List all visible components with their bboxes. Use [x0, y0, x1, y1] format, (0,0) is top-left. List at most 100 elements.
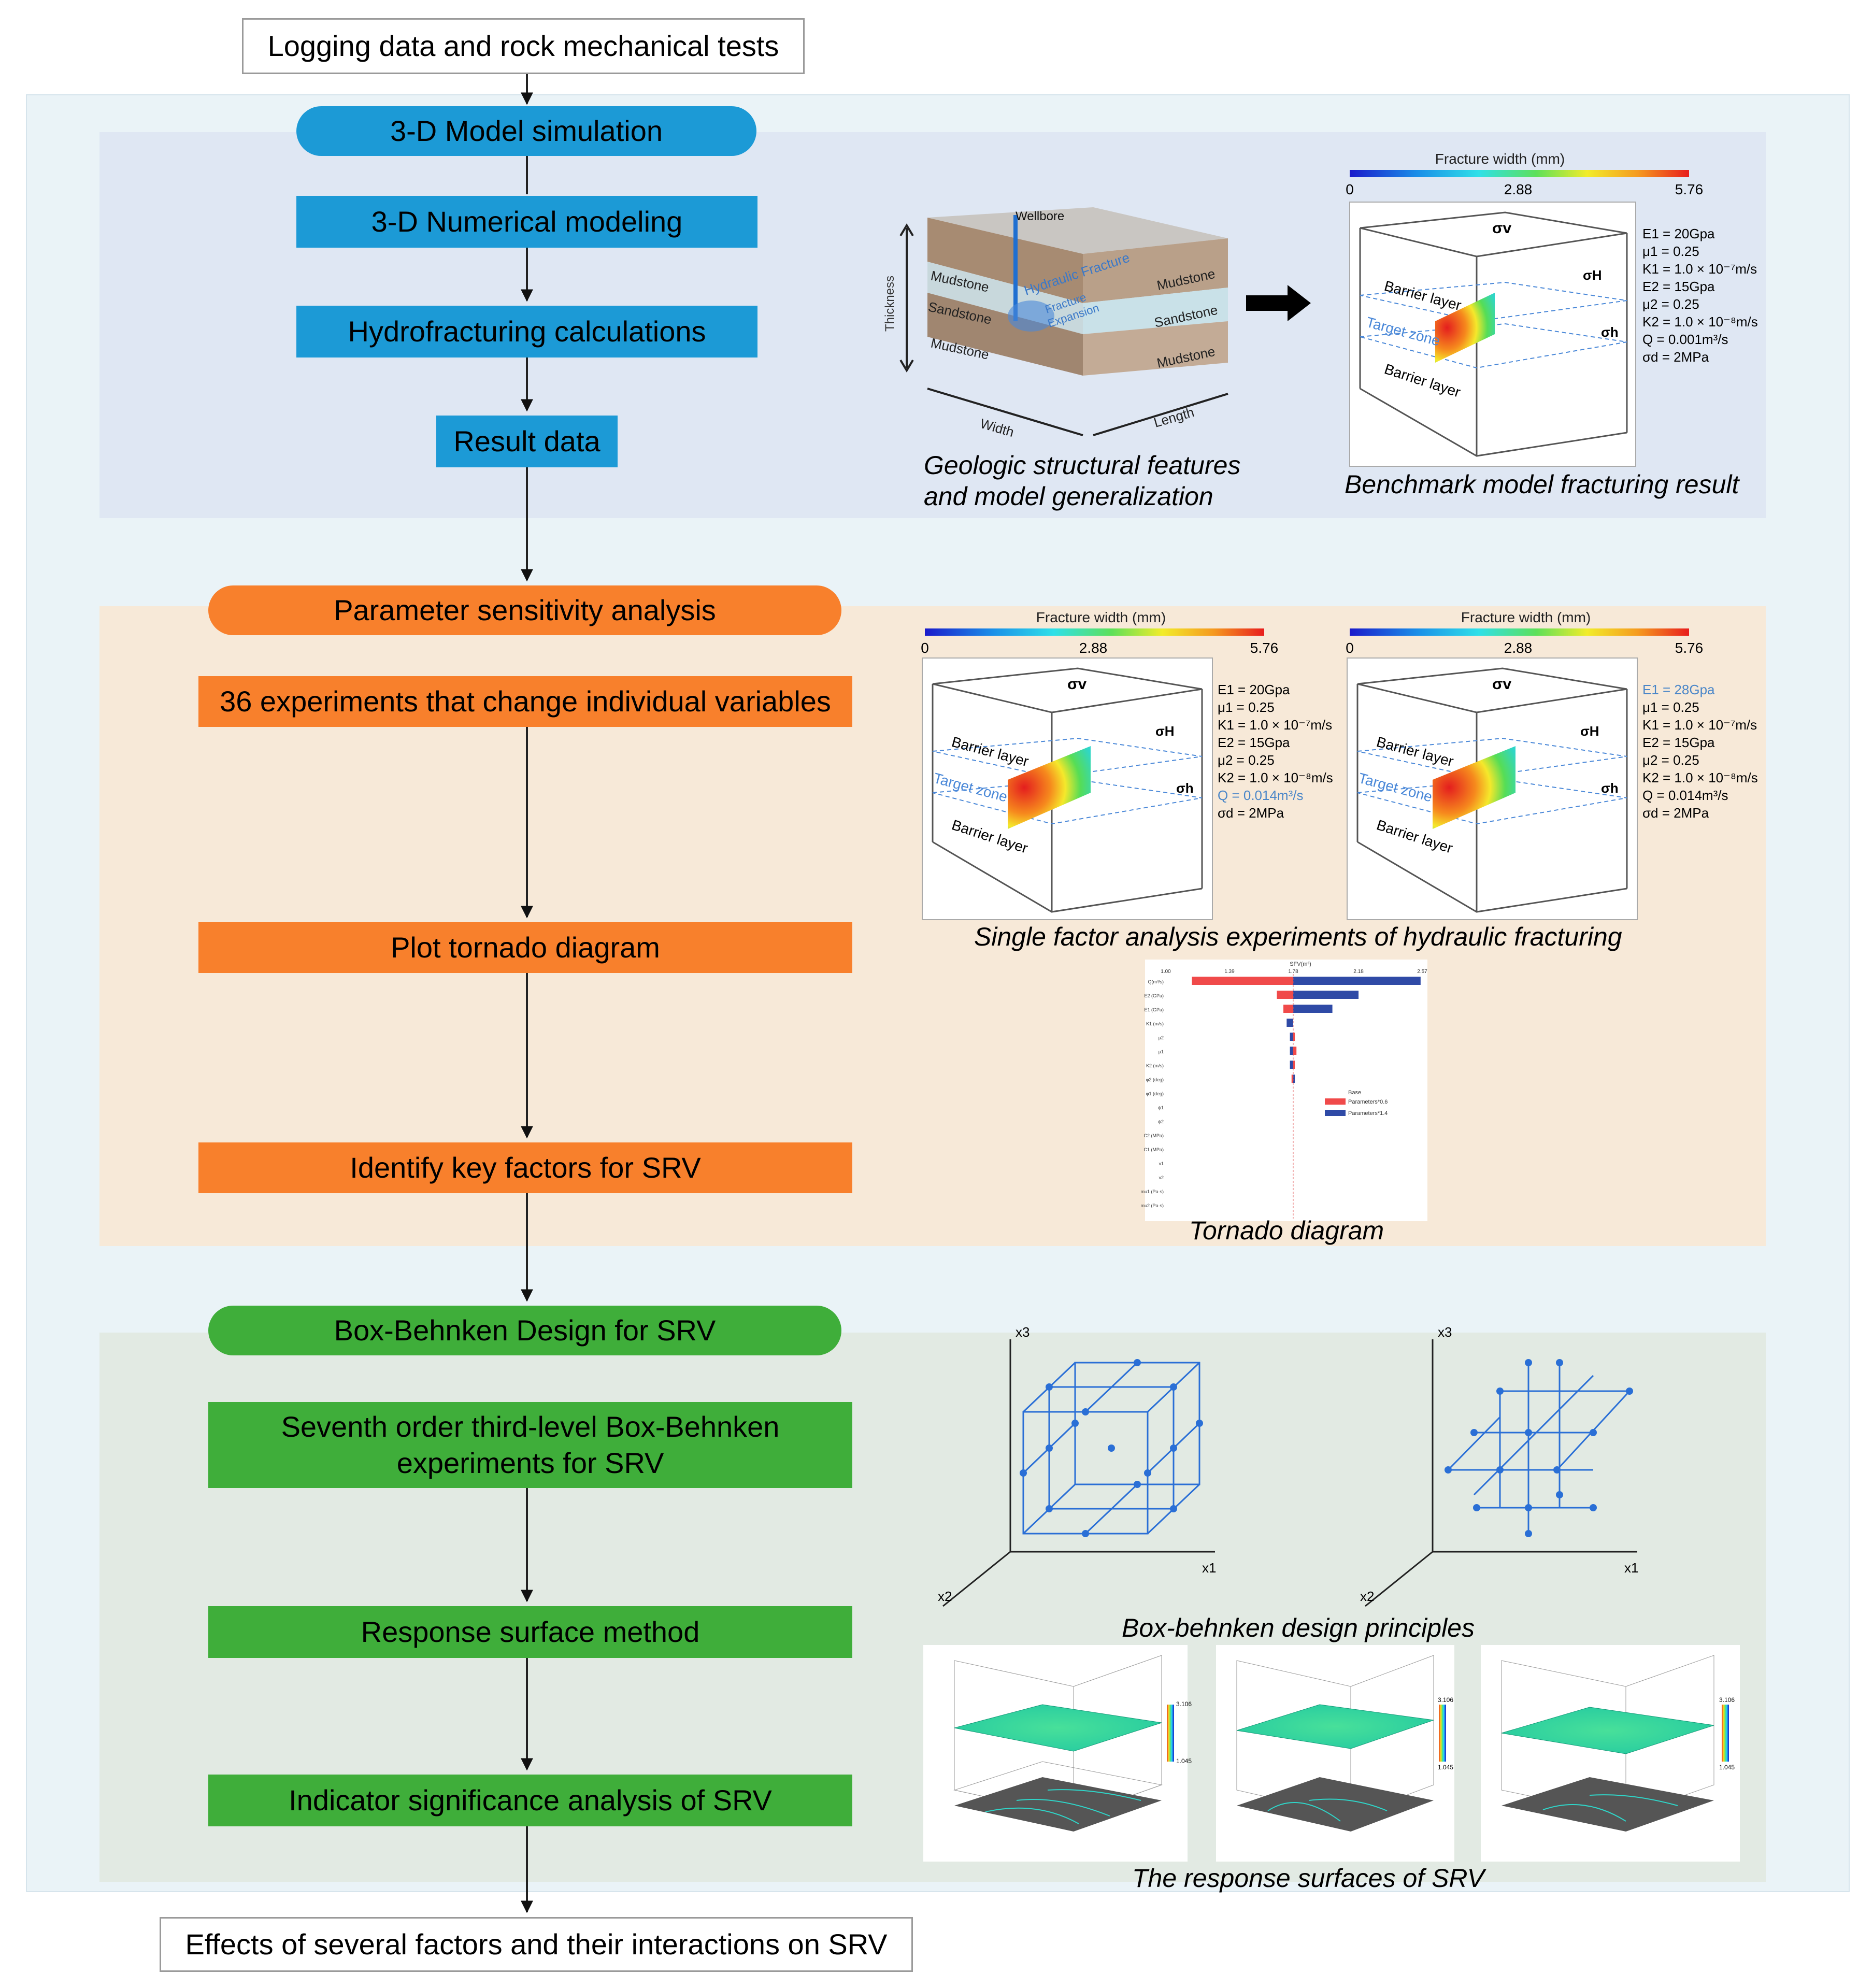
tornado-label-15: mu1 (Pa·s)	[1140, 1189, 1164, 1194]
significance-box: Indicator significance analysis of SRV	[208, 1775, 852, 1826]
bbd-cube-full: x3 x1 x2	[938, 1324, 1216, 1607]
single-b-param-mu2: μ2 = 0.25	[1642, 752, 1699, 768]
benchmark-fracture	[1435, 293, 1495, 363]
benchmark-sigma-v: σv	[1492, 220, 1512, 237]
tornado-bar-2-1	[1293, 1005, 1333, 1013]
benchmark-colorbar-max: 5.76	[1675, 181, 1704, 197]
bbd-experiments-line2: experiments for SRV	[396, 1447, 664, 1479]
single-factor-figure-b: Fracture width (mm) 0 2.88 5.76 Barrier …	[1346, 609, 1758, 920]
bbd-experiments-line1: Seventh order third-level Box-Behnken	[281, 1410, 780, 1443]
experiments-box: 36 experiments that change individual va…	[198, 676, 852, 727]
key-factors-box: Identify key factors for SRV	[198, 1142, 852, 1193]
tornado-tick-3: 2.18	[1353, 969, 1364, 975]
tornado-label-16: mu2 (Pa·s)	[1140, 1203, 1164, 1208]
fracture-ellipse	[1008, 301, 1054, 332]
sensitivity-label: Parameter sensitivity analysis	[334, 594, 716, 626]
tornado-label-5: μ1	[1159, 1049, 1164, 1054]
bbd2-x2-label: x2	[1360, 1589, 1374, 1604]
single-a-param-mu2: μ2 = 0.25	[1218, 752, 1275, 768]
tornado-label-3: K1 (m/s)	[1146, 1021, 1164, 1026]
model-simulation-label: 3-D Model simulation	[390, 115, 663, 147]
surface-1-colorbar	[1167, 1705, 1174, 1762]
surface-3-cb-min: 1.045	[1719, 1764, 1735, 1771]
single-b-params: E1 = 28Gpa μ1 = 0.25 K1 = 1.0 × 10⁻⁷m/s …	[1642, 682, 1758, 821]
tornado-tick-0: 1.00	[1161, 969, 1171, 975]
single-b-sigma-v: σv	[1492, 676, 1512, 693]
tornado-tick-2: 1.78	[1288, 969, 1298, 975]
to-benchmark-arrow	[1246, 285, 1311, 321]
single-b-param-q: Q = 0.014m³/s	[1642, 788, 1728, 803]
benchmark-colorbar	[1350, 170, 1689, 177]
surface-1-cb-max: 3.106	[1176, 1700, 1192, 1708]
tornado-legend-low: Parameters*0.6	[1348, 1099, 1388, 1105]
width-label: Width	[978, 416, 1016, 440]
result-data-box: Result data	[436, 416, 618, 467]
benchmark-params: E1 = 20Gpa μ1 = 0.25 K1 = 1.0 × 10⁻⁷m/s …	[1642, 226, 1758, 365]
single-b-colorbar-title: Fracture width (mm)	[1461, 609, 1591, 625]
tornado-label-7: φ2 (deg)	[1146, 1077, 1164, 1082]
benchmark-figure: Fracture width (mm) 0 2.88 5.76 Barrier …	[1346, 151, 1758, 467]
tornado-bar-5-1	[1290, 1047, 1293, 1055]
tornado-bar-1-1	[1293, 991, 1359, 999]
single-a-colorbar	[925, 628, 1264, 636]
benchmark-param-e1: E1 = 20Gpa	[1642, 226, 1715, 241]
length-arrow	[1093, 393, 1228, 436]
tornado-tick-4: 2.57	[1417, 969, 1427, 975]
tornado-bar-3-1	[1286, 1019, 1293, 1027]
tornado-bar-7-0	[1291, 1075, 1293, 1083]
thickness-label: Thickness	[883, 276, 897, 332]
bbd-title: Box-Behnken Design for SRV	[208, 1306, 841, 1355]
result-data-label: Result data	[453, 425, 600, 457]
surface-3-cb-max: 3.106	[1719, 1696, 1735, 1704]
geologic-caption: Geologic structural features and model g…	[924, 450, 1240, 512]
single-a-param-mu1: μ1 = 0.25	[1218, 699, 1275, 715]
tornado-bar-0-0	[1192, 977, 1293, 985]
right-mudstone-top	[1083, 238, 1228, 303]
tornado-legend-low-swatch	[1325, 1098, 1346, 1105]
benchmark-colorbar-min: 0	[1346, 181, 1354, 197]
single-b-param-sd: σd = 2MPa	[1642, 805, 1709, 821]
single-b-sigma-h-min: σh	[1601, 780, 1619, 796]
tornado-bar-2-0	[1283, 1005, 1293, 1013]
single-b-param-k1: K1 = 1.0 × 10⁻⁷m/s	[1642, 717, 1757, 733]
single-a-params: E1 = 20Gpa μ1 = 0.25 K1 = 1.0 × 10⁻⁷m/s …	[1218, 682, 1333, 821]
benchmark-param-e2: E2 = 15Gpa	[1642, 279, 1715, 294]
single-b-colorbar-min: 0	[1346, 640, 1354, 656]
single-factor-figure-a: Fracture width (mm) 0 2.88 5.76 Barrier …	[921, 609, 1333, 920]
right-mudstone-bottom	[1083, 321, 1228, 376]
single-b-param-e2: E2 = 15Gpa	[1642, 735, 1715, 750]
tornado-label: Plot tornado diagram	[391, 931, 660, 964]
benchmark-param-mu2: μ2 = 0.25	[1642, 296, 1699, 312]
length-label: Length	[1152, 404, 1196, 431]
benchmark-frame	[1349, 202, 1636, 467]
single-a-colorbar-mid: 2.88	[1079, 640, 1108, 656]
tornado-label-2: E1 (GPa)	[1144, 1007, 1164, 1012]
model-simulation-title: 3-D Model simulation	[296, 106, 756, 156]
single-a-fracture	[1008, 746, 1091, 829]
tornado-bar-1-0	[1277, 991, 1293, 999]
tornado-legend-high: Parameters*1.4	[1348, 1110, 1388, 1117]
single-b-colorbar-mid: 2.88	[1504, 640, 1533, 656]
tornado-label-13: v1	[1159, 1161, 1164, 1166]
single-b-fracture	[1433, 746, 1515, 829]
tornado-caption: Tornado diagram	[1189, 1216, 1384, 1245]
bbd-experiments-box: Seventh order third-level Box-Behnken ex…	[208, 1402, 852, 1488]
hydrofracturing-box: Hydrofracturing calculations	[296, 306, 757, 357]
tornado-label-14: v2	[1159, 1175, 1164, 1180]
tornado-label-0: Q(m³/s)	[1148, 979, 1164, 984]
surface-2-sheet	[1236, 1704, 1434, 1749]
benchmark-param-sd: σd = 2MPa	[1642, 349, 1709, 365]
bbd1-x3-label: x3	[1016, 1324, 1030, 1340]
significance-label: Indicator significance analysis of SRV	[289, 1784, 772, 1817]
surface-2-cb-min: 1.045	[1438, 1764, 1453, 1771]
bbd1-x1-label: x1	[1202, 1560, 1216, 1576]
wellbore-label: Wellbore	[1016, 209, 1064, 223]
single-a-colorbar-title: Fracture width (mm)	[1036, 609, 1166, 625]
single-a-sigma-v: σv	[1067, 676, 1087, 693]
single-a-param-sd: σd = 2MPa	[1218, 805, 1284, 821]
benchmark-param-k2: K2 = 1.0 × 10⁻⁸m/s	[1642, 314, 1758, 330]
single-b-param-e1: E1 = 28Gpa	[1642, 682, 1715, 697]
bbd-title-label: Box-Behnken Design for SRV	[334, 1314, 716, 1347]
